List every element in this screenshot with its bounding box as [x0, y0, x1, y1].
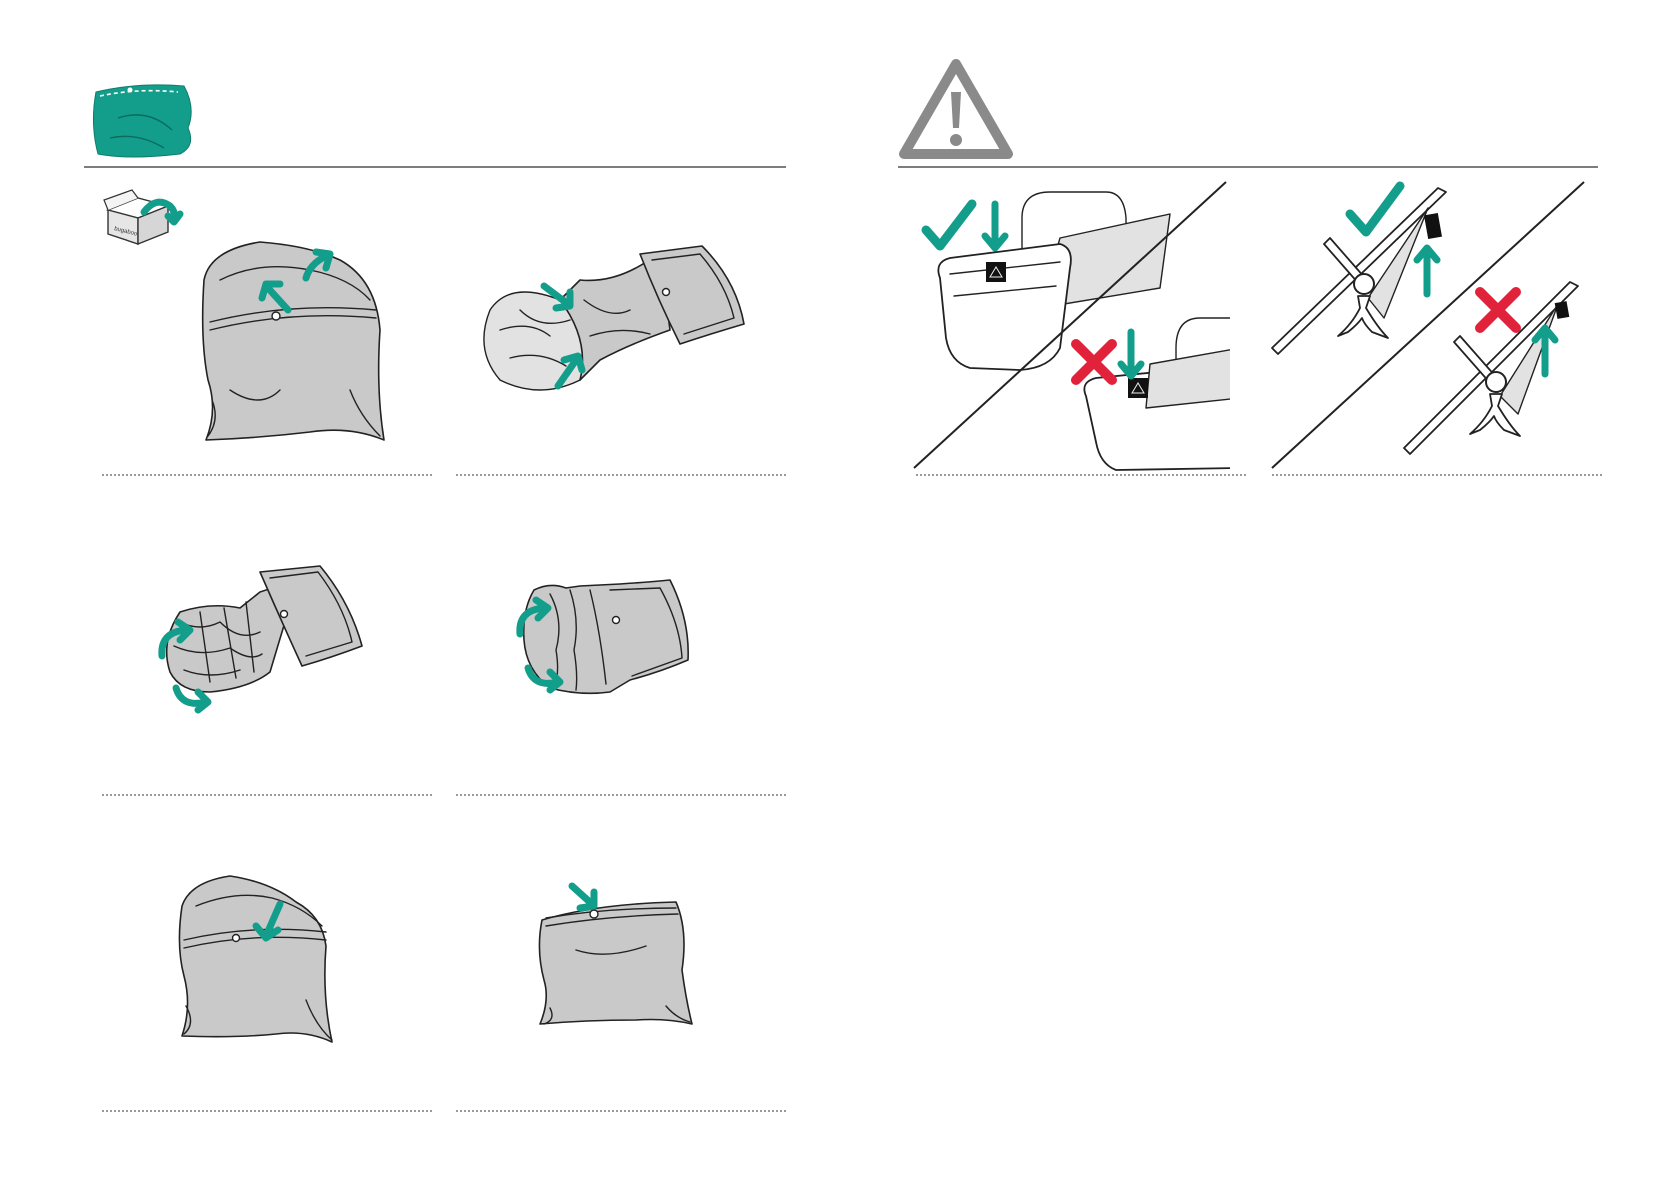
- arrow-down-icon: [252, 900, 288, 944]
- right-header-rule: [898, 166, 1598, 168]
- step-5-illustration: [176, 876, 336, 1046]
- check-mark-icon: [1344, 182, 1404, 238]
- step-2-illustration: [480, 240, 750, 410]
- curved-arrow-icon: [514, 598, 560, 638]
- arrow-down-icon: [1116, 328, 1146, 382]
- step-4-divider: [456, 794, 786, 796]
- sun-canopy-icon: [88, 78, 198, 160]
- arrow-up-icon: [1530, 322, 1560, 378]
- step-6-illustration: [536, 890, 696, 1030]
- step-4-illustration: [520, 580, 700, 710]
- step-5-divider: [102, 1110, 432, 1112]
- arrow-in-icon: [540, 280, 580, 316]
- arrow-up-icon: [1412, 242, 1442, 298]
- step-6-divider: [456, 1110, 786, 1112]
- warning-frame-illustration: [1268, 178, 1598, 472]
- warning-bassinet-illustration: [910, 178, 1230, 472]
- check-mark-icon: [920, 200, 976, 252]
- left-header-rule: [84, 166, 786, 168]
- step-2-divider: [456, 474, 786, 476]
- step-3-divider: [102, 794, 432, 796]
- arrow-up-icon: [258, 276, 298, 316]
- unpack-box-icon: bugaboo: [104, 190, 184, 246]
- arrow-in-icon: [550, 350, 590, 390]
- curved-arrow-icon: [156, 620, 200, 660]
- step-1-illustration: [200, 240, 400, 450]
- cross-mark-icon: [1474, 286, 1522, 334]
- warning-1-divider: [916, 474, 1246, 476]
- warning-2-divider: [1272, 474, 1602, 476]
- step-3-illustration: [150, 562, 370, 712]
- step-1-divider: [102, 474, 432, 476]
- curved-arrow-icon: [172, 682, 216, 716]
- cross-mark-icon: [1070, 338, 1118, 386]
- arrow-up-icon: [300, 246, 340, 286]
- arrow-press-icon: [568, 882, 604, 914]
- arrow-down-icon: [980, 200, 1010, 254]
- warning-triangle-icon: [898, 58, 1014, 160]
- curved-arrow-icon: [524, 662, 570, 696]
